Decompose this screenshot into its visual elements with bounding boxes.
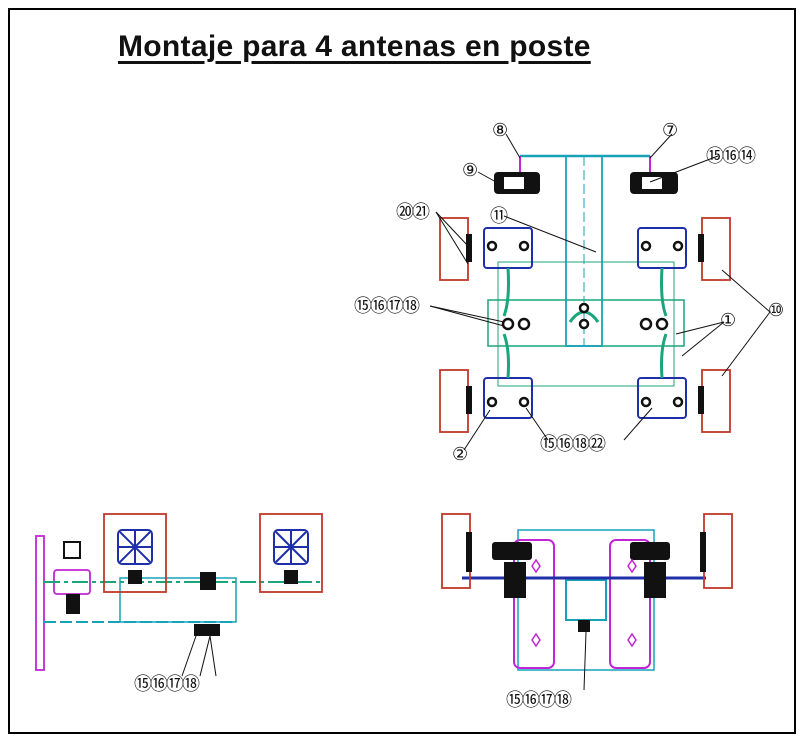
side-mast-box <box>119 577 237 623</box>
arm-arc <box>502 267 510 317</box>
callout-top-right-group: ⑮⑯⑭ <box>706 146 756 167</box>
callout-top-right-pipe: ⑦ <box>662 120 679 141</box>
drawing-title: Montaje para 4 antenas en poste <box>118 30 591 63</box>
front-mast-plate <box>517 529 655 671</box>
front-mast-box <box>565 579 607 621</box>
right-top-clamp-window <box>642 177 662 189</box>
side-view <box>35 513 323 677</box>
callout-bottom-left-bracket: ② <box>452 444 469 465</box>
side-hardware <box>128 570 298 636</box>
front-leader-line <box>583 631 587 691</box>
side-leader-lines <box>181 635 217 677</box>
top-view <box>429 133 771 451</box>
callout-mast: ⑪ <box>490 206 508 227</box>
front-hardware <box>466 532 706 632</box>
side-antenna-left <box>103 513 167 593</box>
arm-arc <box>660 267 668 317</box>
callout-front-view-bolts: ⑮⑯⑰⑱ <box>506 690 572 711</box>
arm-arc <box>502 333 510 379</box>
clamp-head <box>63 541 81 559</box>
antenna-top-left <box>439 217 469 281</box>
drawing-frame <box>8 8 796 734</box>
callout-center-bolts: ⑮⑯⑰⑱ <box>354 296 420 317</box>
callout-side-view-bolts: ⑮⑯⑰⑱ <box>134 674 200 695</box>
bolts-top <box>486 240 684 408</box>
callout-top-left-pipe: ⑧ <box>492 120 509 141</box>
callout-left-brackets: ⑳㉑ <box>396 202 430 223</box>
side-antenna-right <box>259 513 323 593</box>
front-pole-left <box>513 539 555 669</box>
front-antenna-right <box>703 513 733 589</box>
side-bracket-star <box>117 529 309 565</box>
clamp-bolt <box>66 594 80 614</box>
front-view <box>441 513 733 691</box>
callout-frame-right: ① <box>720 310 737 331</box>
pole-section <box>35 535 45 671</box>
callout-bottom-bolts: ⑮⑯⑱㉒ <box>540 434 606 455</box>
callout-top-left-clamp: ⑨ <box>462 160 479 181</box>
antenna-top-right <box>701 217 731 281</box>
front-pole-right <box>609 539 651 669</box>
front-stars <box>531 558 637 648</box>
arm-arc <box>660 333 668 379</box>
antenna-bottom-left <box>439 369 469 433</box>
leader-lines <box>429 133 771 451</box>
left-top-clamp-window <box>504 177 524 189</box>
antenna-bottom-right <box>701 369 731 433</box>
callout-antennas: ⑩ <box>768 300 785 321</box>
antenna-mount-nuts <box>466 234 704 414</box>
